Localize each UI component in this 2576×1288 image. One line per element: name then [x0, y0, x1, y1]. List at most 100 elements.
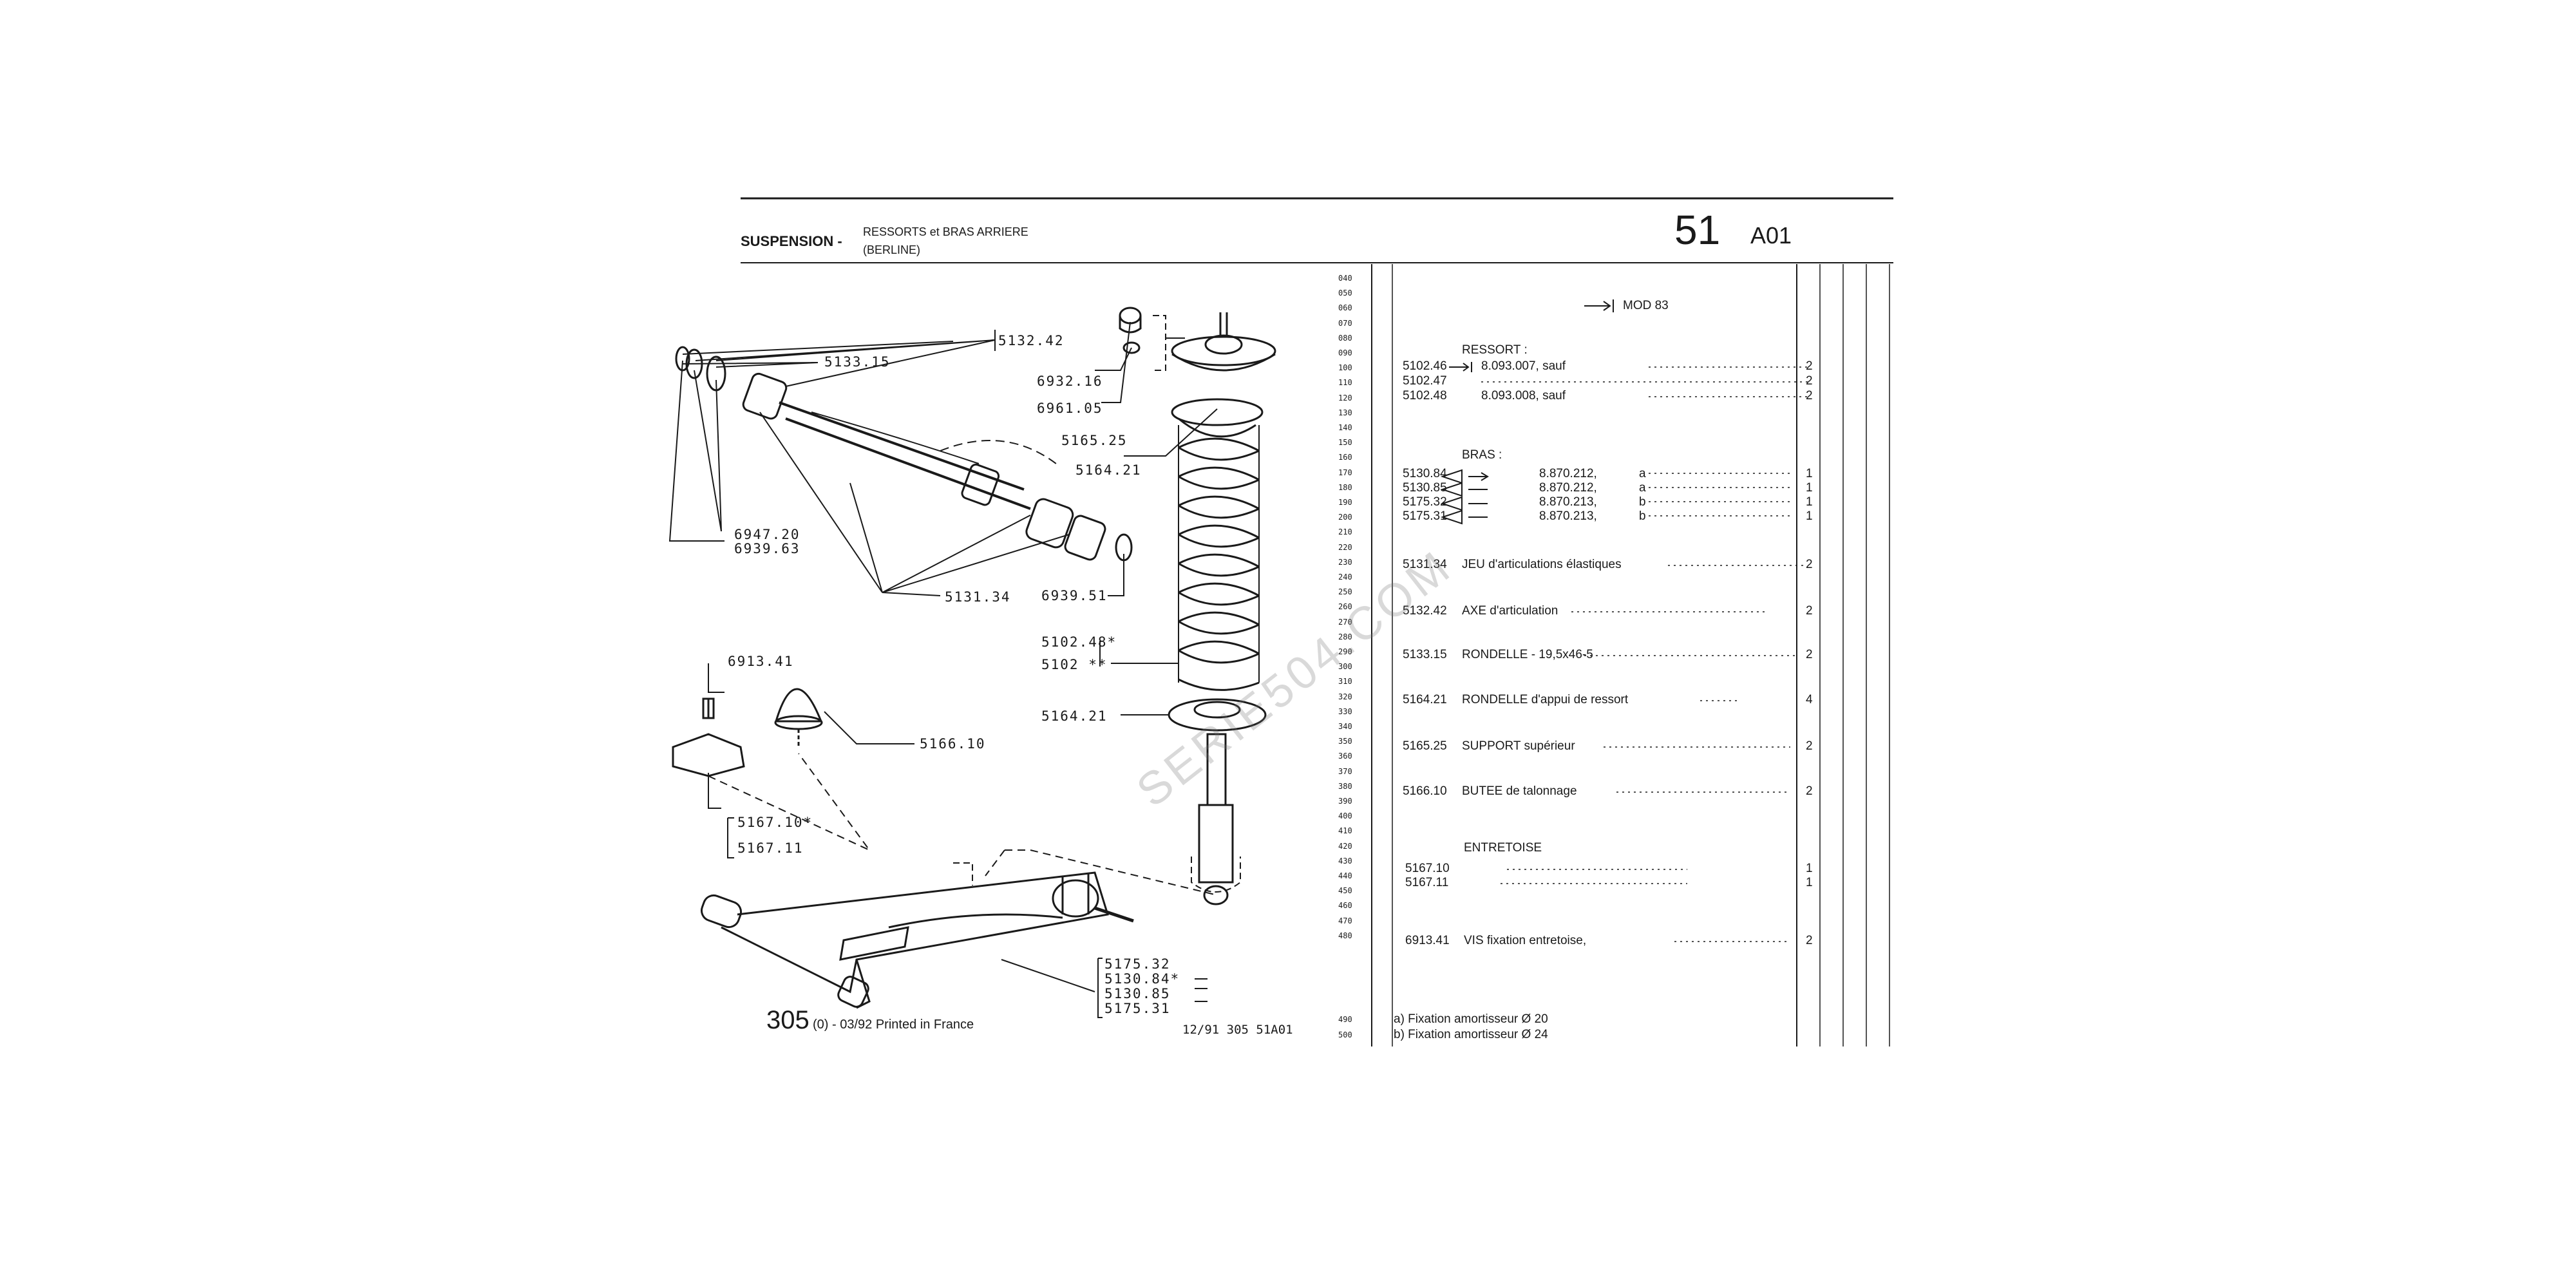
callout-5132-42: 5132.42: [998, 333, 1065, 348]
bras-suffix: a: [1639, 481, 1646, 495]
scale-tick: 440: [1338, 871, 1352, 880]
scale-tick: 080: [1338, 333, 1352, 343]
page-number: 51: [1674, 207, 1721, 253]
callout-6947-20: 6947.20: [734, 527, 800, 542]
scale-tick: 350: [1338, 737, 1352, 746]
bras-qty: 1: [1806, 509, 1813, 523]
entretoise-heading: ENTRETOISE: [1464, 841, 1542, 855]
callout-5165-25: 5165.25: [1061, 433, 1128, 448]
scale-tick: 250: [1338, 587, 1352, 597]
scale-tick: 230: [1338, 557, 1352, 567]
scale-tick: 140: [1338, 423, 1352, 432]
callout-5167-10: 5167.10*: [737, 815, 813, 830]
callout-6961-05: 6961.05: [1037, 401, 1103, 416]
entretoise-qty: 1: [1806, 862, 1813, 875]
scale-tick: 290: [1338, 647, 1352, 656]
single-desc: SUPPORT supérieur: [1462, 739, 1575, 753]
scale-tick: 210: [1338, 527, 1352, 537]
bras-ref: 5175.31: [1403, 509, 1447, 523]
single-ref: 5133.15: [1403, 648, 1447, 661]
single-qty: 2: [1806, 784, 1813, 798]
callout-5131-34: 5131.34: [945, 589, 1011, 605]
entretoise-qty: 1: [1806, 876, 1813, 889]
callout-5167-11: 5167.11: [737, 840, 804, 856]
callout-5175-32: 5175.32: [1104, 956, 1171, 972]
callout-6913-41: 6913.41: [728, 654, 794, 669]
callout-brackets: [727, 330, 1208, 1018]
scale-tick: 090: [1338, 348, 1352, 357]
callout-5164-21-bottom: 5164.21: [1041, 708, 1108, 724]
ressort-desc: 8.093.007, sauf: [1481, 359, 1566, 373]
callout-5133-15: 5133.15: [824, 354, 891, 370]
single-desc: RONDELLE - 19,5x46-5: [1462, 648, 1593, 661]
single-desc: BUTEE de talonnage: [1462, 784, 1577, 798]
bras-heading: BRAS :: [1462, 448, 1502, 462]
single-ref: 5165.25: [1403, 739, 1447, 753]
single-qty: 2: [1806, 739, 1813, 753]
scale-tick: 120: [1338, 393, 1352, 402]
callout-5164-21-top: 5164.21: [1075, 462, 1142, 478]
single-qty: 4: [1806, 693, 1813, 706]
ressort-heading: RESSORT :: [1462, 343, 1528, 357]
entretoise-ref: 5167.10: [1405, 862, 1450, 875]
scale-tick: 130: [1338, 408, 1352, 417]
bras-suffix: b: [1639, 509, 1646, 523]
scale-tick: 100: [1338, 363, 1352, 373]
scale-tick: 070: [1338, 318, 1352, 328]
single-qty: 2: [1806, 604, 1813, 618]
callout-6932-16: 6932.16: [1037, 374, 1103, 389]
scale-tick: 390: [1338, 797, 1352, 806]
scale-tick: 270: [1338, 617, 1352, 627]
scale-tick: 320: [1338, 692, 1352, 701]
callout-5130-84: 5130.84*: [1104, 971, 1180, 987]
bras-suffix: b: [1639, 495, 1646, 509]
scale-tick: 360: [1338, 752, 1352, 761]
scale-tick: 160: [1338, 453, 1352, 462]
bras-suffix: a: [1639, 467, 1646, 480]
scale-tick: 460: [1338, 901, 1352, 911]
watermark: SERIE504.COM: [1127, 540, 1462, 817]
callout-5166-10: 5166.10: [920, 736, 986, 752]
ressort-qty: 2: [1806, 359, 1813, 373]
scale-tick: 420: [1338, 841, 1352, 851]
scale-tick: 340: [1338, 722, 1352, 731]
scale-tick: 260: [1338, 602, 1352, 612]
bras-ref: 5175.32: [1403, 495, 1447, 509]
section-subtitle-2: (BERLINE): [863, 243, 921, 256]
top-mount-parts: [1095, 307, 1276, 403]
page-code: A01: [1750, 222, 1792, 249]
scale-tick-490: 490: [1338, 1015, 1352, 1024]
ressort-ref: 5102.48: [1403, 389, 1447, 402]
bras-qty: 1: [1806, 495, 1813, 509]
scale-tick: 470: [1338, 916, 1352, 925]
scale-tick-500: 500: [1338, 1030, 1352, 1039]
scale-tick: 170: [1338, 468, 1352, 477]
bras-desc: 8.870.212,: [1539, 481, 1597, 495]
single-desc: RONDELLE d'appui de ressort: [1462, 693, 1629, 706]
scale-tick: 150: [1338, 438, 1352, 448]
callout-5102-48: 5102.48*: [1041, 634, 1117, 650]
callout-5175-31: 5175.31: [1104, 1001, 1171, 1016]
scale-tick: 300: [1338, 662, 1352, 672]
callout-5130-85: 5130.85: [1104, 986, 1171, 1001]
scale-tick: 480: [1338, 931, 1352, 940]
scale-tick: 040: [1338, 274, 1352, 283]
scale-tick: 380: [1338, 781, 1352, 791]
ressort-qty: 2: [1806, 374, 1813, 388]
section-subtitle-1: RESSORTS et BRAS ARRIERE: [863, 225, 1028, 238]
single-qty: 2: [1806, 558, 1813, 571]
bras-desc: 8.870.212,: [1539, 467, 1597, 480]
single-ref: 5132.42: [1403, 604, 1447, 618]
single-desc: JEU d'articulations élastiques: [1462, 558, 1622, 571]
vis-desc: VIS fixation entretoise,: [1464, 934, 1587, 947]
scale-tick: 430: [1338, 856, 1352, 866]
scale-tick: 180: [1338, 482, 1352, 492]
bras-ref: 5130.84: [1403, 467, 1447, 480]
ressort-qty: 2: [1806, 389, 1813, 402]
footer-code: 12/91 305 51A01: [1182, 1023, 1293, 1037]
scale-tick: 110: [1338, 378, 1352, 388]
bras-ref: 5130.85: [1403, 481, 1447, 495]
